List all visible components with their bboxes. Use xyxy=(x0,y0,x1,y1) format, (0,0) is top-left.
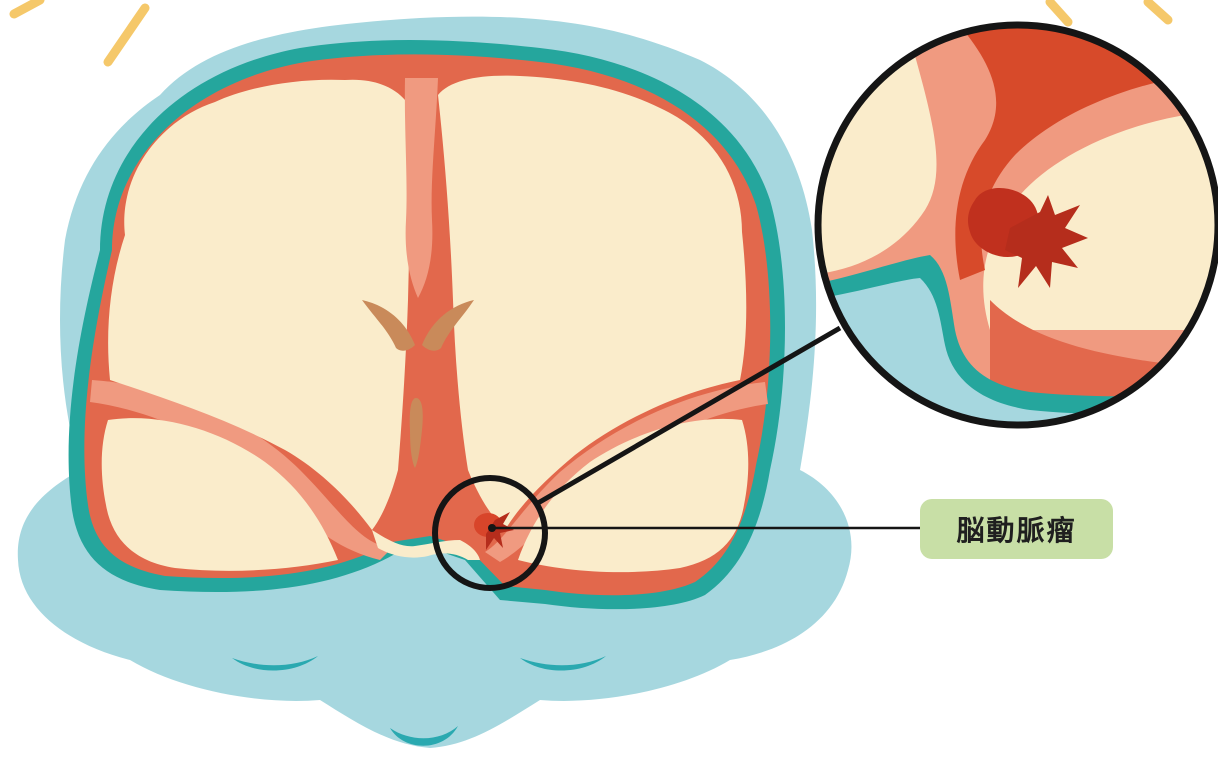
label-pointer-dot xyxy=(488,524,496,532)
aneurysm-label: 脳動脈瘤 xyxy=(920,499,1113,559)
